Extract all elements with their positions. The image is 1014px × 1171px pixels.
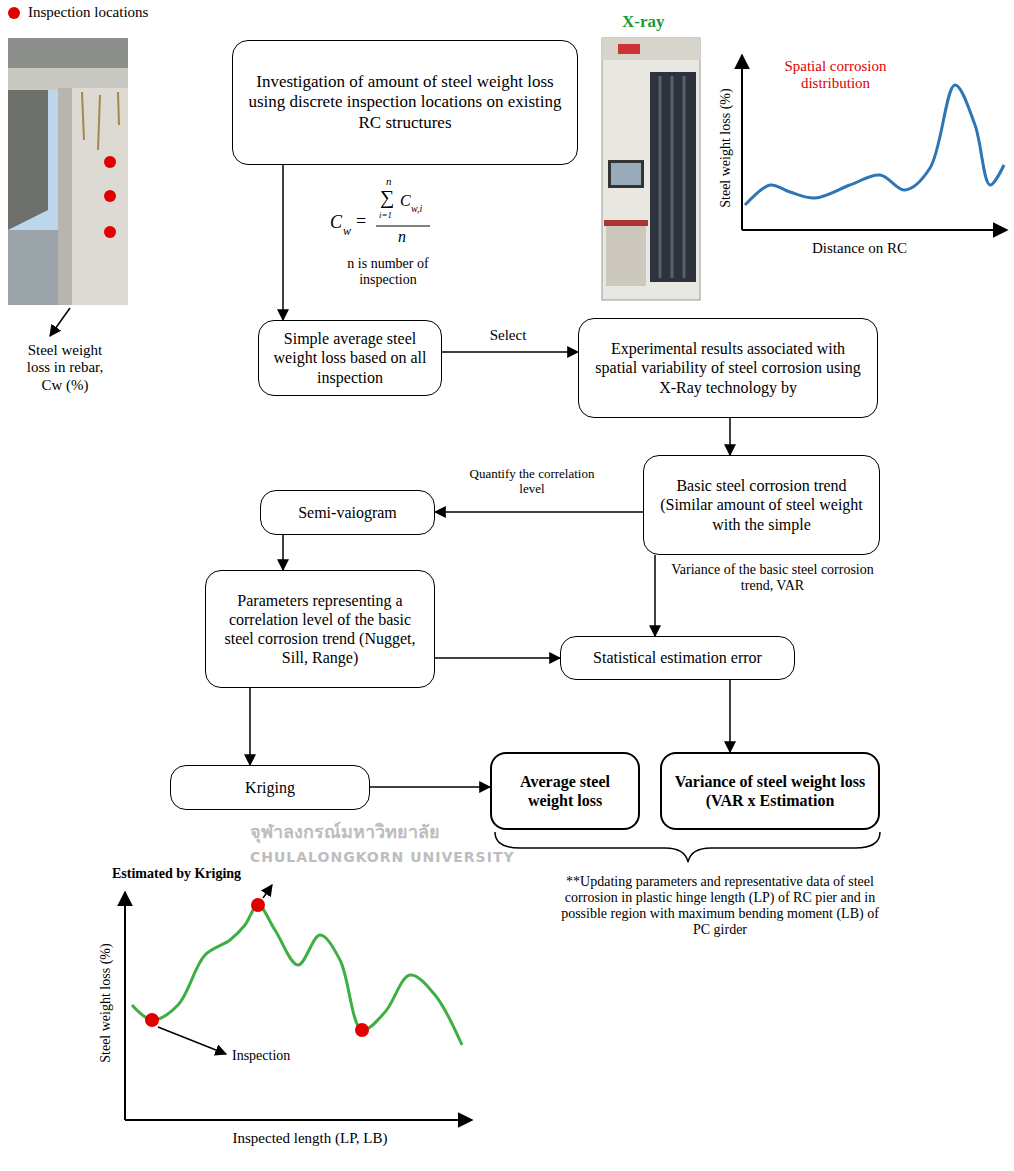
photo-shadow-pier <box>8 90 48 230</box>
edge-label: Select <box>476 327 540 344</box>
edge-label: Variance of the basic steel corrosion tr… <box>668 562 877 594</box>
box-text: Kriging <box>245 778 295 797</box>
xray-sign <box>618 44 640 54</box>
xray-monitor <box>608 160 644 188</box>
photo-sky <box>8 38 128 305</box>
process-box: Statistical estimation error <box>560 636 795 680</box>
chart-axis <box>125 1119 472 1121</box>
flow-arrow <box>654 555 656 636</box>
inspection-dot <box>104 156 116 168</box>
watermark-text: จุฬาลงกรณ์มหาวิทยาลัย <box>250 822 440 843</box>
flow-arrow <box>282 165 284 320</box>
formula-symbol: = <box>356 212 366 230</box>
box-text: Variance of steel weight loss (VAR x Est… <box>672 772 868 810</box>
xray-door <box>650 72 696 282</box>
box-text: Basic steel corrosion trend (Similar amo… <box>654 476 869 534</box>
edge-label: Quantify the correlation level <box>466 467 598 497</box>
xray-rods <box>660 76 684 278</box>
leader-arrow <box>158 1027 226 1054</box>
process-box: Parameters representing a correlation le… <box>205 570 435 688</box>
legend-text: Inspection locations <box>28 4 148 21</box>
flow-arrow <box>370 786 490 788</box>
legend: Inspection locations <box>8 4 148 21</box>
formula-symbol: C <box>400 193 411 209</box>
leader-arrow <box>50 308 70 336</box>
curly-brace <box>495 832 880 862</box>
formula-limit: i=1 <box>379 211 392 220</box>
legend-item: Inspection locations <box>8 4 148 21</box>
axis-label: Inspected length (LP, LB) <box>170 1130 450 1147</box>
xray-top-panel <box>602 38 700 60</box>
inspection-dot <box>104 226 116 238</box>
formula-symbol: ∑ <box>380 187 394 207</box>
flow-arrow <box>249 688 251 765</box>
kriging-curve <box>132 905 462 1045</box>
note-text: n is number of inspection <box>318 256 458 288</box>
formula-subscript: w,i <box>411 204 422 214</box>
process-box: Kriging <box>170 765 370 810</box>
box-text: Semi-vaiogram <box>298 503 397 522</box>
xray-screen <box>611 163 641 185</box>
process-box: Experimental results associated with spa… <box>578 318 878 418</box>
box-text: Simple average steel weight loss based o… <box>269 329 431 387</box>
photo-background <box>8 230 58 305</box>
callout-text: Inspection <box>232 1048 290 1064</box>
chart-axis <box>124 892 126 1120</box>
box-text: Parameters representing a correlation le… <box>216 591 424 668</box>
box-text: Average steel weight loss <box>502 772 628 810</box>
photo-deck <box>8 38 128 68</box>
process-box: Basic steel corrosion trend (Similar amo… <box>643 455 880 555</box>
inspection-dot <box>251 898 265 912</box>
flow-arrow <box>729 418 731 455</box>
process-box: Simple average steel weight loss based o… <box>258 320 442 396</box>
fraction-bar <box>376 226 430 227</box>
process-box: Investigation of amount of steel weight … <box>232 40 578 165</box>
box-text: Statistical estimation error <box>593 648 762 667</box>
flow-arrow <box>442 351 578 353</box>
flow-arrow <box>282 535 284 570</box>
chart-axis <box>741 55 743 230</box>
box-text: Experimental results associated with spa… <box>589 339 867 397</box>
flow-arrow <box>435 657 560 659</box>
formula-limit: n <box>386 176 392 187</box>
chart-title: Spatial corrosion distribution <box>768 58 903 93</box>
image-title: X-ray <box>622 12 664 32</box>
process-box: Semi-vaiogram <box>260 490 435 535</box>
box-text: Investigation of amount of steel weight … <box>243 72 567 133</box>
inspection-dot <box>145 1013 159 1027</box>
callout-text: Steel weight loss in rebar, Cw (%) <box>20 342 110 394</box>
photo-column <box>58 88 128 305</box>
xray-desk-base <box>606 226 646 286</box>
photo-column-shade <box>58 88 72 305</box>
xray-desk <box>604 220 648 226</box>
xray-cabinet <box>602 38 700 300</box>
inspection-dot <box>104 190 116 202</box>
flow-arrow <box>435 511 643 513</box>
photo-beam <box>8 68 128 90</box>
formula-subscript: w <box>343 225 351 237</box>
corrosion-curve <box>745 85 1004 205</box>
callout-text: Estimated by Kriging <box>112 866 241 882</box>
chart-axis <box>742 229 1007 231</box>
formula-symbol: n <box>398 229 406 245</box>
process-box: Average steel weight loss <box>490 752 640 830</box>
process-box: Variance of steel weight loss (VAR x Est… <box>660 752 880 830</box>
watermark-text: CHULALONGKORN UNIVERSITY <box>250 849 515 865</box>
axis-label: Steel weight loss (%) <box>98 918 114 1088</box>
note-text: **Updating parameters and representative… <box>555 874 885 938</box>
flow-arrow <box>729 680 731 752</box>
legend-swatch <box>8 7 20 19</box>
photo-rust-streak <box>82 92 119 150</box>
axis-label: Steel weight loss (%) <box>718 63 734 233</box>
axis-label: Distance on RC <box>812 240 907 257</box>
formula-symbol: C <box>330 213 342 231</box>
inspection-dot <box>355 1023 369 1037</box>
leader-arrow <box>263 885 272 898</box>
